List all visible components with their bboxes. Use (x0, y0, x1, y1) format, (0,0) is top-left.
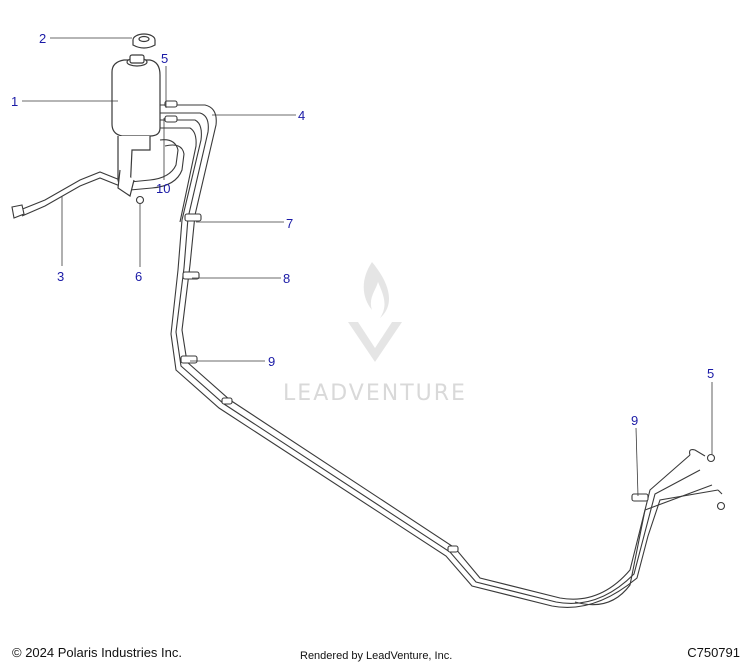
callout-8: 8 (283, 271, 290, 286)
part-code: C750791 (687, 645, 740, 660)
watermark-text: LEADVENTURE (283, 381, 467, 406)
rendered-by-text: Rendered by LeadVenture, Inc. (300, 650, 453, 662)
callout-1: 1 (11, 94, 18, 109)
copyright-text: © 2024 Polaris Industries Inc. (12, 645, 182, 660)
callout-3: 3 (57, 269, 64, 284)
callout-9-left: 9 (268, 354, 275, 369)
callout-5-right: 5 (707, 366, 714, 381)
hose-clamp-icon (164, 100, 649, 553)
callout-2: 2 (39, 31, 46, 46)
fitting-nut-icon (11, 195, 726, 511)
reservoir-cap-icon (132, 33, 156, 49)
watermark-logo-icon (348, 262, 402, 362)
callout-5-top: 5 (161, 51, 168, 66)
callout-6: 6 (135, 269, 142, 284)
callout-4: 4 (298, 108, 305, 123)
coolant-reservoir-icon (111, 54, 161, 197)
callout-10: 10 (156, 181, 170, 196)
callout-9-right: 9 (631, 413, 638, 428)
callout-7: 7 (286, 216, 293, 231)
leader-lines (22, 37, 713, 497)
